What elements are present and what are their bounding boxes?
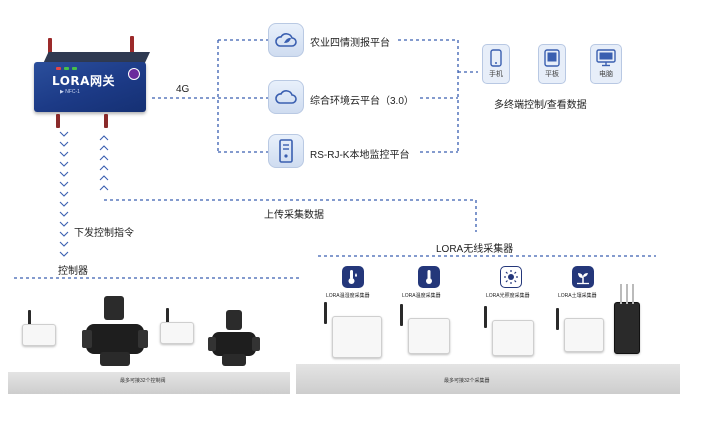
- command-label: 下发控制指令: [74, 228, 134, 239]
- controllers-title: 控制器: [58, 266, 88, 277]
- gateway-antenna-bottom-left: [56, 114, 60, 128]
- gateway-model: ▶ NFC-1: [60, 89, 80, 95]
- collectors-title: LORA无线采集器: [436, 244, 514, 255]
- gateway-antenna-bottom-right: [104, 114, 108, 128]
- controllers-note: 最多可接32个控制阀: [120, 378, 166, 384]
- solenoid-valve-1: [82, 296, 148, 370]
- terminal-computer: 电脑: [590, 44, 622, 84]
- cloud-icon: [268, 80, 304, 114]
- gateway-logo-badge: [128, 68, 140, 80]
- collectors-note: 最多可接32个采集器: [444, 378, 490, 384]
- terminal-tablet: 平板: [538, 44, 566, 84]
- collectors-floor: [296, 364, 680, 394]
- command-arrows-down: [59, 131, 69, 257]
- gateway-body: [34, 62, 146, 112]
- lora-gateway: LORA网关 ▶ NFC-1: [34, 36, 152, 128]
- controllers-floor: [8, 372, 290, 394]
- thermometer-icon: [418, 266, 440, 288]
- gateway-led-green: [64, 67, 69, 70]
- solenoid-valve-2: [208, 310, 260, 370]
- server-icon: [268, 134, 304, 168]
- sprout-icon: [572, 266, 594, 288]
- terminal-label-phone: 手机: [489, 71, 503, 78]
- collector-label-4: LORA土壤采集器: [558, 293, 597, 299]
- terminal-phone: 手机: [482, 44, 510, 84]
- network-label: 4G: [176, 84, 190, 95]
- platform-label-2: 综合环境云平台（3.0）: [310, 96, 414, 107]
- terminal-label-computer: 电脑: [599, 71, 613, 78]
- terminals-caption: 多终端控制/查看数据: [494, 100, 587, 111]
- gateway-antenna-left: [48, 38, 52, 56]
- tablet-icon: [544, 49, 560, 67]
- collector-label-2: LORA温度采集器: [402, 293, 441, 299]
- collector-label-3: LORA光照度采集器: [486, 293, 530, 299]
- platform-label-3: RS-RJ-K本地监控平台: [310, 150, 410, 161]
- terminal-label-tablet: 平板: [545, 71, 559, 78]
- platform-label-1: 农业四情测报平台: [310, 38, 390, 49]
- gateway-led-red: [56, 67, 61, 70]
- upload-arrows-up: [99, 135, 109, 191]
- monitor-icon: [596, 49, 616, 67]
- gateway-antenna-right: [130, 36, 134, 56]
- phone-icon: [490, 49, 502, 67]
- cloud-leaf-icon: [268, 23, 304, 57]
- gateway-title: LORA网关: [52, 74, 115, 88]
- sun-icon: [500, 266, 522, 288]
- upload-label: 上传采集数据: [264, 210, 324, 221]
- collector-label-1: LORA温湿度采集器: [326, 293, 370, 299]
- thermometer-drop-icon: [342, 266, 364, 288]
- gateway-led-green-2: [72, 67, 77, 70]
